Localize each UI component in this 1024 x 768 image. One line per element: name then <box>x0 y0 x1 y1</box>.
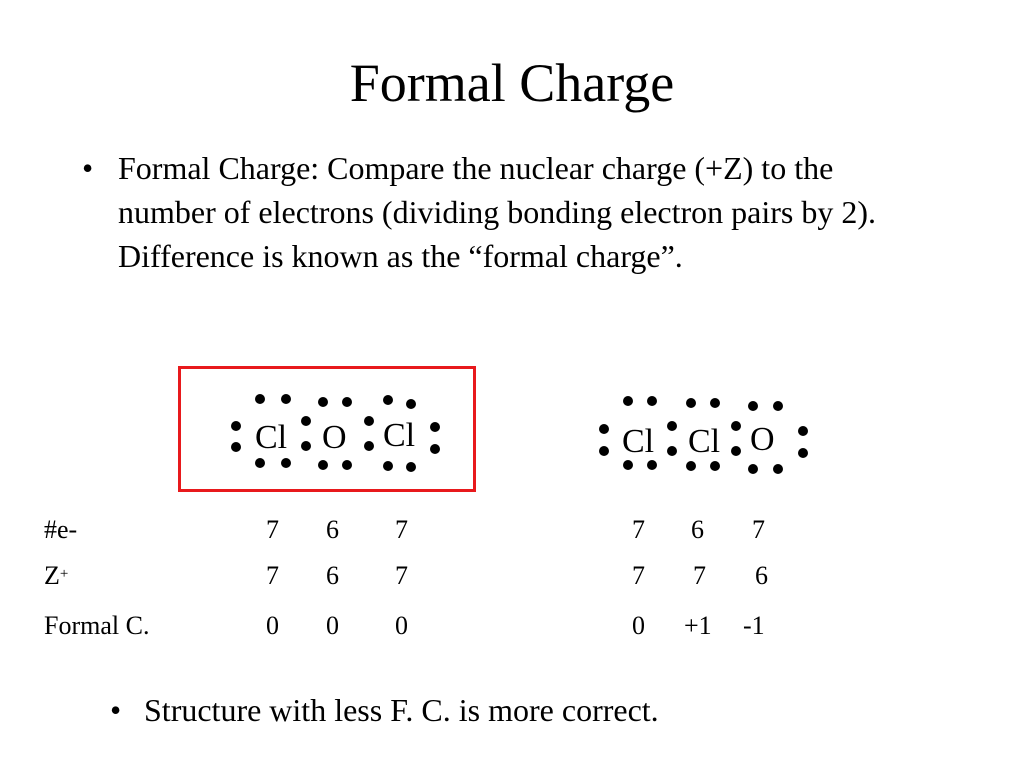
conclusion-text: Structure with less F. C. is more correc… <box>144 692 659 728</box>
left-fc-1: 0 <box>266 611 279 640</box>
z-label-base: Z <box>44 561 60 590</box>
electron-dot <box>798 448 808 458</box>
atom-right-1: Cl <box>622 423 655 460</box>
left-z-3: 7 <box>395 561 408 590</box>
electron-dot <box>623 460 633 470</box>
electron-dot <box>686 461 696 471</box>
electron-dot <box>599 446 609 456</box>
electron-dot <box>255 458 265 468</box>
right-z-2: 7 <box>693 561 706 590</box>
electron-dot <box>383 461 393 471</box>
atom-left-1: Cl <box>255 419 288 456</box>
electron-dot <box>731 446 741 456</box>
electron-dot <box>686 398 696 408</box>
definition-text: Formal Charge: Compare the nuclear charg… <box>118 150 877 274</box>
right-z-1: 7 <box>632 561 645 590</box>
electron-dot <box>647 460 657 470</box>
bullet-marker: • <box>110 692 122 728</box>
electron-dot <box>406 399 416 409</box>
electron-dot <box>748 401 758 411</box>
electron-dot <box>710 461 720 471</box>
electron-dot <box>281 394 291 404</box>
slide-title: Formal Charge <box>349 53 675 113</box>
right-electrons-1: 7 <box>632 515 645 544</box>
electron-dot <box>255 394 265 404</box>
electron-dot <box>667 421 677 431</box>
left-electrons-2: 6 <box>326 515 339 544</box>
atom-left-2: O <box>322 419 347 456</box>
left-z-1: 7 <box>266 561 279 590</box>
fc-label: Formal C. <box>44 611 150 640</box>
electron-dot <box>731 421 741 431</box>
electron-dot <box>318 460 328 470</box>
highlight-box <box>178 366 476 492</box>
left-electrons-1: 7 <box>266 515 279 544</box>
electron-dot <box>647 396 657 406</box>
electron-dot <box>406 462 416 472</box>
electron-dot <box>710 398 720 408</box>
electron-dot <box>773 464 783 474</box>
atom-left-3: Cl <box>383 417 416 454</box>
atom-right-3: O <box>750 421 775 458</box>
left-electrons-3: 7 <box>395 515 408 544</box>
electron-dot <box>342 460 352 470</box>
electron-dot <box>798 426 808 436</box>
electrons-label: #e- <box>44 515 78 544</box>
electron-dot <box>623 396 633 406</box>
electron-dot <box>430 422 440 432</box>
right-electrons-2: 6 <box>691 515 704 544</box>
right-fc-1: 0 <box>632 611 645 640</box>
electron-dot <box>773 401 783 411</box>
electron-dot <box>231 421 241 431</box>
electron-dot <box>667 446 677 456</box>
left-fc-2: 0 <box>326 611 339 640</box>
z-label: Z+ <box>44 561 68 591</box>
z-label-sup: + <box>59 566 69 582</box>
atom-right-2: Cl <box>688 423 721 460</box>
electron-dot <box>301 416 311 426</box>
left-fc-3: 0 <box>395 611 408 640</box>
left-z-2: 6 <box>326 561 339 590</box>
right-fc-3: -1 <box>743 611 765 640</box>
electron-dot <box>281 458 291 468</box>
electron-dot <box>748 464 758 474</box>
electron-dot <box>364 416 374 426</box>
electron-dot <box>599 424 609 434</box>
electron-dot <box>231 442 241 452</box>
electron-dot <box>383 395 393 405</box>
electron-dot <box>430 444 440 454</box>
right-fc-2: +1 <box>684 611 712 640</box>
right-electrons-3: 7 <box>752 515 765 544</box>
electron-dot <box>342 397 352 407</box>
bullet-marker: • <box>82 150 94 186</box>
right-z-3: 6 <box>755 561 768 590</box>
electron-dot <box>364 441 374 451</box>
electron-dot <box>318 397 328 407</box>
electron-dot <box>301 441 311 451</box>
